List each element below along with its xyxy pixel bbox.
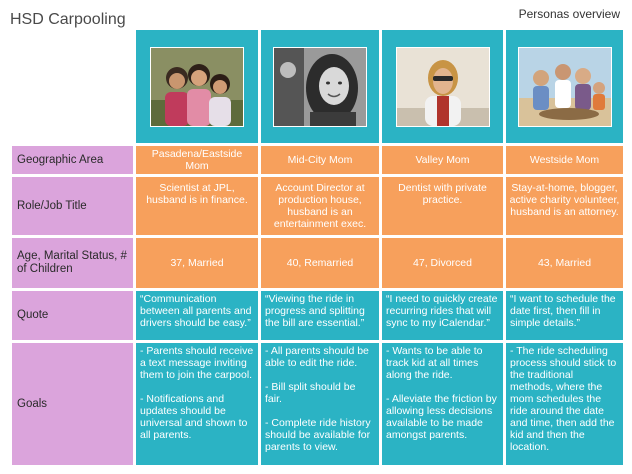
persona-photo-pasadena [150, 46, 244, 127]
persona-area: Mid-City Mom [261, 146, 379, 174]
page-title: HSD Carpooling [10, 11, 126, 28]
persona-role: Scientist at JPL, husband is in finance. [136, 177, 258, 235]
goal-item: - Complete ride history should be availa… [265, 417, 371, 453]
goal-item: - All parents should be able to edit the… [265, 345, 369, 369]
persona-table: Geographic Area Pasadena/Eastside Mom Mi… [12, 30, 626, 467]
row-label-goals: Goals [12, 343, 133, 465]
persona-age: 43, Married [506, 238, 623, 288]
row-label-role: Role/Job Title [12, 177, 133, 235]
persona-quote: “Communication between all parents and d… [136, 291, 258, 340]
persona-role: Dentist with private practice. [382, 177, 503, 235]
goal-item: - Bill split should be fair. [265, 381, 356, 405]
persona-goals: - The ride scheduling process should sti… [506, 343, 623, 465]
persona-quote: “Viewing the ride in progress and splitt… [261, 291, 379, 340]
persona-photo-westside [517, 46, 612, 127]
persona-area: Pasadena/Eastside Mom [136, 146, 258, 174]
persona-age: 37, Married [136, 238, 258, 288]
page-subtitle: Personas overview [518, 7, 620, 21]
persona-quote: “I want to schedule the date first, then… [506, 291, 623, 340]
persona-role: Account Director at production house, hu… [261, 177, 379, 235]
persona-photo-cell [506, 30, 623, 143]
persona-area: Valley Mom [382, 146, 503, 174]
persona-age: 40, Remarried [261, 238, 379, 288]
row-label-area: Geographic Area [12, 146, 133, 174]
persona-goals: - All parents should be able to edit the… [261, 343, 379, 465]
persona-goals: - Parents should receive a text message … [136, 343, 258, 465]
goal-item: - Parents should receive a text message … [140, 345, 254, 381]
goal-item: - The ride scheduling process should sti… [510, 345, 617, 453]
persona-photo-cell [382, 30, 503, 143]
persona-area: Westside Mom [506, 146, 623, 174]
goal-item: - Notifications and updates should be un… [140, 393, 248, 441]
goal-item: - Alleviate the friction by allowing les… [386, 393, 497, 441]
row-label-quote: Quote [12, 291, 133, 340]
persona-goals: - Wants to be able to track kid at all t… [382, 343, 503, 465]
corner-blank [12, 30, 133, 143]
persona-photo-midcity [273, 46, 367, 127]
goal-item: - Wants to be able to track kid at all t… [386, 345, 483, 381]
persona-photo-valley [395, 46, 490, 127]
persona-quote: “I need to quickly create recurring ride… [382, 291, 503, 340]
persona-age: 47, Divorced [382, 238, 503, 288]
persona-role: Stay-at-home, blogger, active charity vo… [506, 177, 623, 235]
persona-photo-cell [136, 30, 258, 143]
persona-photo-cell [261, 30, 379, 143]
row-label-age: Age, Marital Status, # of Children [12, 238, 133, 288]
